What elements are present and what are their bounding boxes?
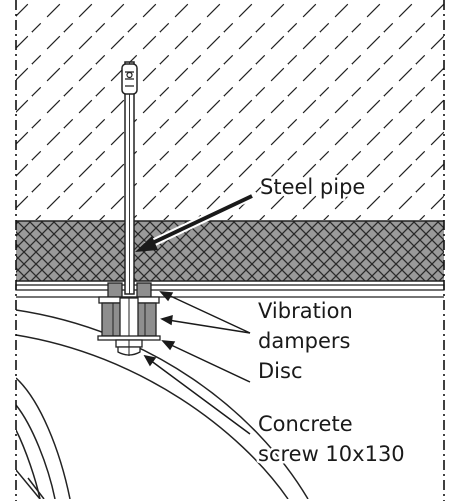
label-vibration: Vibration bbox=[258, 299, 353, 323]
label-steel-pipe: Steel pipe bbox=[260, 175, 365, 199]
concrete-screw-arrow bbox=[143, 354, 251, 435]
concrete-screw-head bbox=[115, 339, 143, 356]
frame-border bbox=[15, 0, 445, 501]
lower-damper bbox=[101, 297, 157, 339]
steel-pipe-arrow bbox=[135, 192, 254, 252]
insulation-layer bbox=[16, 221, 444, 281]
ceiling-rail bbox=[15, 284, 445, 298]
fan-housing bbox=[16, 309, 309, 499]
label-dampers: dampers bbox=[258, 329, 350, 353]
concrete-slab bbox=[16, 2, 444, 220]
disc-arrow bbox=[161, 340, 251, 383]
label-screw: screw 10x130 bbox=[258, 442, 405, 466]
label-disc: Disc bbox=[258, 359, 303, 383]
steel-pipe bbox=[121, 61, 138, 295]
vibration-dampers-arrows bbox=[159, 291, 251, 334]
label-concrete: Concrete bbox=[258, 412, 353, 436]
